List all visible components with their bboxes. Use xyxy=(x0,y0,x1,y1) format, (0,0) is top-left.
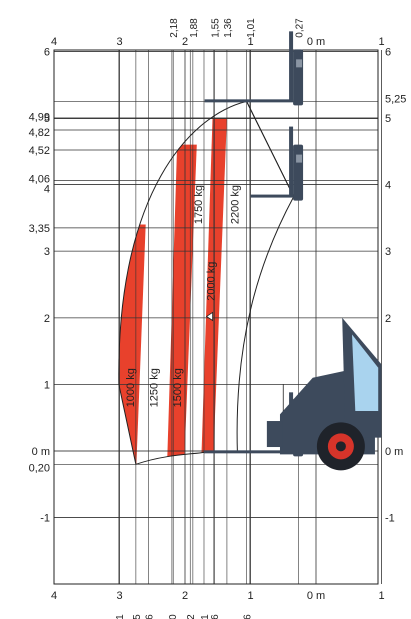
y-tick-right: 0 m xyxy=(385,446,403,458)
y-tick-left: -1 xyxy=(40,513,50,525)
x-tick-top: 3 xyxy=(116,36,122,48)
chart-frame xyxy=(53,49,379,585)
y-tick-right: 3 xyxy=(385,246,391,258)
y-tick-left: 6 xyxy=(44,46,50,58)
x-top-annotation: 0,27 xyxy=(294,18,305,38)
stripe-1000kg xyxy=(118,224,146,465)
envelope-top-right-edge xyxy=(246,101,295,197)
x-bottom-annotation: 2,20 xyxy=(168,614,179,619)
grid xyxy=(53,49,382,585)
x-bottom-annotation: 1,71 xyxy=(200,614,211,619)
y-tick-left: 4 xyxy=(44,184,50,196)
load-zone-label: 1250 kg xyxy=(148,368,160,407)
load-zone-label: 1000 kg xyxy=(125,368,137,407)
y-tick-left: 0,20 xyxy=(29,462,50,474)
x-tick-bottom: 1 xyxy=(247,590,253,602)
y-tick-right: -1 xyxy=(385,513,395,525)
envelope-area xyxy=(118,101,294,465)
x-top-annotation: 1,55 xyxy=(210,18,221,38)
fork-mid xyxy=(250,126,304,201)
x-tick-bottom: 4 xyxy=(51,590,57,602)
x-bottom-annotation: 1,92 xyxy=(186,614,197,619)
x-bottom-annotation: 2,75 xyxy=(132,614,143,619)
y-tick-left: 4,52 xyxy=(29,145,50,157)
y-tick-right: 5,25 xyxy=(385,93,406,105)
fork-top xyxy=(204,31,304,106)
envelope-outline: 1000 kg 1250 kg 1500 kg 1750 kg 2000 kg 2200 … xyxy=(118,100,317,465)
x-top-annotation: 1,88 xyxy=(189,18,200,38)
y-tick-left: 5 xyxy=(44,113,50,125)
y-tick-right: 4 xyxy=(385,180,391,192)
x-top-annotation: 2,18 xyxy=(169,18,180,38)
load-zone-label: 1500 kg xyxy=(172,368,184,407)
x-tick-bottom: 2 xyxy=(182,590,188,602)
y-tick-left: 1 xyxy=(44,379,50,391)
x-top-annotation: 1,36 xyxy=(223,18,234,38)
envelope-outline-path xyxy=(118,100,295,465)
x-tick-bottom: 0 m xyxy=(307,590,325,602)
load-zone-label: 2000 kg xyxy=(205,262,217,301)
y-tick-left: 3 xyxy=(44,246,50,258)
x-tick-top: 1 xyxy=(247,36,253,48)
x-tick-top: 1 xyxy=(378,36,384,48)
load-zone-label: 1750 kg xyxy=(193,185,205,224)
y-tick-right: 5 xyxy=(385,113,391,125)
y-tick-left: 2 xyxy=(44,313,50,325)
y-tick-right: 2 xyxy=(385,313,391,325)
y-tick-left: 4,82 xyxy=(29,127,50,139)
x-tick-bottom: 1 xyxy=(378,590,384,602)
marker-triangle xyxy=(205,311,214,322)
y-tick-right: 6 xyxy=(385,46,391,58)
x-tick-top: 2 xyxy=(182,36,188,48)
x-tick-top: 4 xyxy=(51,36,57,48)
x-bottom-annotation: 2,56 xyxy=(144,614,155,619)
machine-body xyxy=(266,317,382,471)
x-bottom-annotation: 1,56 xyxy=(210,614,221,619)
load-zone-label: 2200 kg xyxy=(230,185,242,224)
x-bottom-annotation: 3,01 xyxy=(115,614,126,619)
y-tick-left: 0 m xyxy=(32,446,50,458)
x-bottom-annotation: 1,06 xyxy=(243,614,254,619)
machine-wheel-hub xyxy=(335,441,346,452)
machine-window xyxy=(352,334,379,412)
y-tick-left: 4,06 xyxy=(29,174,50,186)
telehandler-illustration xyxy=(203,31,382,471)
x-tick-bottom: 3 xyxy=(116,590,122,602)
x-tick-top: 0 m xyxy=(307,36,325,48)
y-tick-left: 3,35 xyxy=(29,223,50,235)
machine-front-carriage xyxy=(266,421,283,448)
y-tick-left: 4,99 xyxy=(29,112,50,124)
x-top-annotation: 1,01 xyxy=(246,18,257,38)
